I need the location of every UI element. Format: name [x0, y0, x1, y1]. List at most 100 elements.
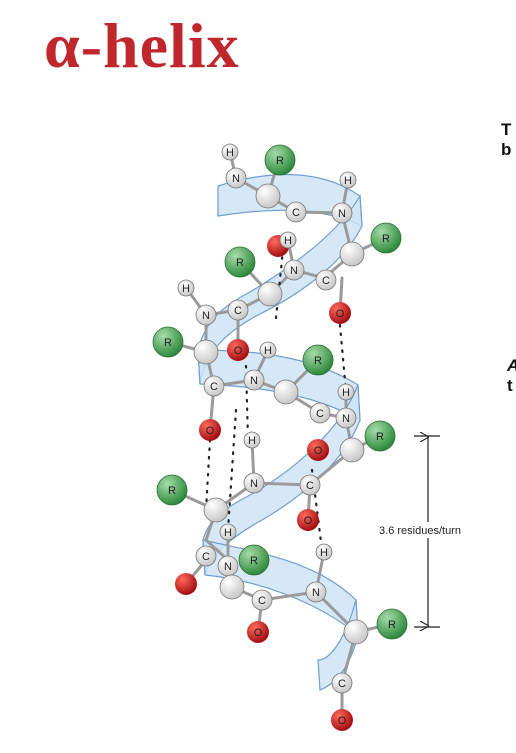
hydrogen-atom: H — [315, 543, 333, 561]
side-chain-atom: R — [364, 420, 396, 452]
carbon-atom — [203, 497, 229, 523]
side-chain-atom: R — [264, 144, 296, 176]
carbon-atom: C — [299, 474, 321, 496]
side-chain-atom: R — [238, 544, 270, 576]
svg-text:N: N — [232, 173, 240, 185]
svg-text:N: N — [290, 265, 298, 277]
nitrogen-atom: N — [225, 167, 247, 189]
hydrogen-atom: H — [337, 383, 355, 401]
svg-text:O: O — [234, 345, 243, 357]
carbon-atom — [343, 619, 369, 645]
oxygen-atom — [175, 573, 197, 595]
oxygen-atom: O — [297, 509, 319, 531]
svg-text:N: N — [224, 561, 232, 573]
svg-text:R: R — [276, 155, 284, 167]
svg-text:O: O — [314, 445, 323, 457]
carbon-atom: C — [203, 375, 225, 397]
oxygen-atom: O — [199, 419, 221, 441]
carbon-atom: C — [309, 402, 331, 424]
hydrogen-atom: H — [243, 431, 261, 449]
carbon-atom: C — [331, 672, 353, 694]
hydrogen-atom: H — [259, 341, 277, 359]
svg-text:N: N — [338, 208, 346, 220]
carbon-atom — [193, 339, 219, 365]
svg-text:N: N — [250, 375, 258, 387]
carbon-atom — [257, 281, 283, 307]
svg-text:C: C — [202, 551, 210, 563]
svg-text:C: C — [210, 381, 218, 393]
svg-text:R: R — [250, 555, 258, 567]
carbon-atom: C — [227, 299, 249, 321]
side-chain-atom: R — [376, 608, 408, 640]
svg-text:R: R — [168, 485, 176, 497]
svg-text:H: H — [284, 235, 292, 247]
hydrogen-atom: H — [339, 171, 357, 189]
svg-text:N: N — [202, 310, 210, 322]
svg-text:C: C — [322, 275, 330, 287]
side-chain-atom: R — [152, 326, 184, 358]
cut-off-text-1: T — [501, 120, 512, 139]
svg-text:H: H — [344, 175, 352, 187]
svg-text:R: R — [376, 431, 384, 443]
measure-label-backdrop — [352, 522, 484, 538]
svg-text:R: R — [236, 257, 244, 269]
cut-off-text-3: A — [507, 356, 516, 376]
svg-text:C: C — [258, 595, 266, 607]
svg-text:C: C — [306, 480, 314, 492]
svg-text:N: N — [312, 587, 320, 599]
svg-text:O: O — [254, 627, 263, 639]
svg-text:R: R — [382, 233, 390, 245]
carbon-atom — [339, 437, 365, 463]
svg-text:R: R — [388, 619, 396, 631]
oxygen-atom: O — [329, 302, 351, 324]
svg-text:C: C — [234, 305, 242, 317]
hydrogen-atom: H — [221, 143, 239, 161]
carbon-atom — [339, 241, 365, 267]
svg-text:R: R — [314, 355, 322, 367]
turn-length-label: 3.6 residues/turn — [379, 525, 461, 537]
cut-off-text-2: b — [501, 140, 512, 159]
hydrogen-bonds — [204, 238, 348, 552]
carbon-atom: C — [251, 589, 273, 611]
svg-text:H: H — [248, 435, 256, 447]
svg-text:H: H — [226, 147, 234, 159]
hydrogen-atom: H — [177, 279, 195, 297]
svg-text:C: C — [338, 678, 346, 690]
svg-text:N: N — [250, 478, 258, 490]
svg-text:O: O — [206, 425, 215, 437]
cut-off-text-4: t — [507, 376, 513, 395]
nitrogen-atom: N — [195, 304, 217, 326]
nitrogen-atom: N — [243, 472, 265, 494]
svg-text:R: R — [164, 337, 172, 349]
side-chain-atom: R — [302, 344, 334, 376]
nitrogen-atom: N — [335, 407, 357, 429]
side-chain-atom: R — [224, 246, 256, 278]
nitrogen-atom: N — [305, 581, 327, 603]
svg-text:C: C — [292, 207, 300, 219]
oxygen-atom: O — [227, 339, 249, 361]
svg-text:H: H — [320, 547, 328, 559]
carbon-atom: C — [195, 545, 217, 567]
svg-text:O: O — [304, 515, 313, 527]
nitrogen-atom: N — [243, 369, 265, 391]
svg-text:H: H — [264, 345, 272, 357]
svg-text:H: H — [182, 283, 190, 295]
oxygen-atom: O — [331, 709, 353, 731]
svg-text:H: H — [342, 387, 350, 399]
carbon-atom — [273, 379, 299, 405]
hydrogen-atom: H — [219, 523, 237, 541]
carbon-atom — [255, 183, 281, 209]
nitrogen-atom: N — [217, 555, 239, 577]
svg-text:O: O — [338, 715, 347, 727]
svg-text:N: N — [342, 413, 350, 425]
carbon-atom — [219, 574, 245, 600]
page-title: α-helix — [44, 10, 240, 81]
oxygen-atom: O — [307, 439, 329, 461]
side-chain-atom: R — [370, 222, 402, 254]
nitrogen-atom: N — [331, 202, 353, 224]
svg-text:H: H — [224, 527, 232, 539]
side-chain-atom: R — [156, 474, 188, 506]
nitrogen-atom: N — [283, 259, 305, 281]
carbon-atom: C — [285, 201, 307, 223]
